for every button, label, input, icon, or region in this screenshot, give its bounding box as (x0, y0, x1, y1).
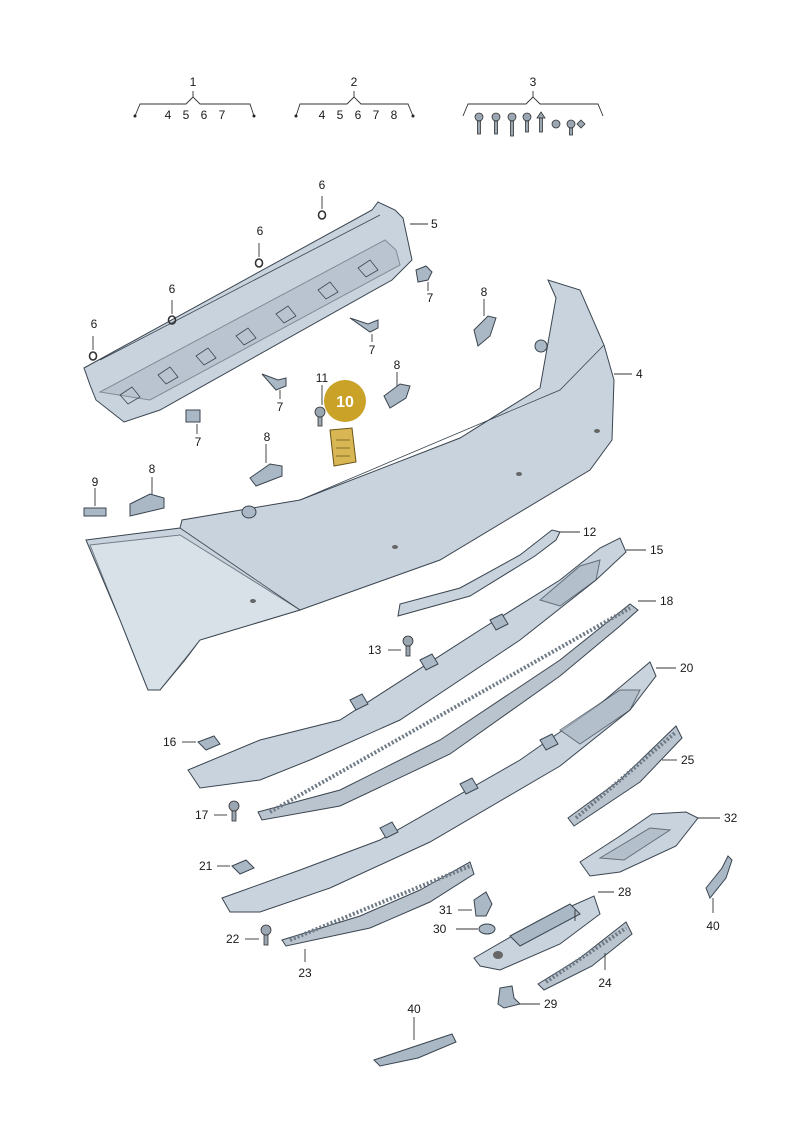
bolt-22[interactable]: 22 (226, 924, 272, 946)
diffuser-20[interactable]: 20 (221, 661, 694, 913)
group-2-item[interactable]: 6 (355, 108, 362, 122)
callout-9[interactable]: 9 (92, 475, 99, 489)
group-2-item[interactable]: 4 (319, 108, 326, 122)
callout-6[interactable]: 6 (319, 178, 326, 192)
group-1-item[interactable]: 4 (165, 108, 172, 122)
group-1-item[interactable]: 5 (183, 108, 190, 122)
side-bracket-8[interactable]: 8 (249, 430, 283, 487)
clip-21[interactable]: 21 (199, 859, 255, 875)
strip-9[interactable]: 9 (83, 475, 107, 517)
grille-mesh-23[interactable]: 23 (281, 861, 475, 980)
callout-7[interactable]: 7 (195, 435, 202, 449)
fastener-set-icon (474, 111, 586, 137)
grommet-30[interactable]: 30 (433, 922, 496, 936)
callout-7[interactable]: 7 (427, 291, 434, 305)
group-1-item[interactable]: 6 (201, 108, 208, 122)
callout-12[interactable]: 12 (583, 525, 597, 539)
callout-8[interactable]: 8 (264, 430, 271, 444)
callout-4[interactable]: 4 (636, 367, 643, 381)
callout-29[interactable]: 29 (544, 997, 558, 1011)
group-1-item[interactable]: 7 (219, 108, 226, 122)
callout-8[interactable]: 8 (149, 462, 156, 476)
group-3-number[interactable]: 3 (530, 75, 537, 89)
callout-6[interactable]: 6 (169, 282, 176, 296)
callout-28[interactable]: 28 (618, 885, 632, 899)
callout-31[interactable]: 31 (439, 903, 453, 917)
callout-7[interactable]: 7 (277, 400, 284, 414)
side-bracket-8[interactable]: 8 (383, 358, 411, 409)
tow-hook-cover-28[interactable]: 28 (473, 885, 632, 971)
callout-11[interactable]: 11 (316, 371, 329, 385)
callout-30[interactable]: 30 (433, 922, 447, 936)
clip-7[interactable]: 7 (261, 373, 287, 414)
clip-7[interactable]: 7 (415, 265, 434, 305)
trim-strip-12[interactable]: 12 (397, 525, 597, 617)
callout-6[interactable]: 6 (91, 317, 98, 331)
bolt-17[interactable]: 17 (195, 800, 240, 822)
callout-10[interactable]: 10 (336, 394, 354, 411)
group-2-number[interactable]: 2 (351, 75, 358, 89)
group-3-header: 3 (462, 75, 604, 137)
callout-24[interactable]: 24 (598, 976, 612, 990)
bumper-bracket-5[interactable]: 5 (83, 201, 438, 423)
callout-25[interactable]: 25 (681, 753, 695, 767)
fastener-29[interactable]: 29 (497, 985, 558, 1011)
callout-32[interactable]: 32 (724, 811, 738, 825)
group-2-item[interactable]: 5 (337, 108, 344, 122)
group-2-header: 2 4 5 6 7 8 (294, 75, 415, 122)
callout-13[interactable]: 13 (368, 643, 382, 657)
callout-20[interactable]: 20 (680, 661, 694, 675)
group-2-item[interactable]: 8 (391, 108, 398, 122)
callout-23[interactable]: 23 (298, 966, 312, 980)
side-bracket-8[interactable]: 8 (473, 285, 497, 347)
grommet-6[interactable]: 6 (167, 282, 177, 325)
reflector-40[interactable]: 40 (373, 1002, 457, 1067)
grille-mesh-24[interactable]: 24 (537, 921, 633, 991)
group-2-item[interactable]: 7 (373, 108, 380, 122)
callout-5[interactable]: 5 (431, 217, 438, 231)
grille-mesh-18[interactable]: 18 (257, 594, 674, 821)
guide-bracket-10[interactable]: 10 (324, 380, 366, 467)
grille-mesh-25[interactable]: 25 (567, 725, 695, 827)
callout-7[interactable]: 7 (369, 343, 376, 357)
callout-21[interactable]: 21 (199, 859, 213, 873)
grommet-6[interactable]: 6 (88, 317, 98, 361)
callout-6[interactable]: 6 (257, 224, 264, 238)
bolt-13[interactable]: 13 (368, 635, 414, 657)
bracket-31[interactable]: 31 (439, 891, 493, 917)
clip-16[interactable]: 16 (163, 735, 221, 751)
callout-18[interactable]: 18 (660, 594, 674, 608)
bumper-cover-4[interactable]: 4 (85, 279, 643, 691)
diffuser-15[interactable]: 15 (187, 537, 664, 789)
callout-40[interactable]: 40 (706, 919, 720, 933)
screw-11[interactable]: 11 (314, 371, 329, 427)
side-bracket-8[interactable]: 8 (129, 462, 165, 517)
callout-8[interactable]: 8 (481, 285, 488, 299)
callout-15[interactable]: 15 (650, 543, 664, 557)
group-1-header: 1 4 5 6 7 (133, 75, 256, 122)
callout-16[interactable]: 16 (163, 735, 177, 749)
callout-8[interactable]: 8 (394, 358, 401, 372)
callout-40[interactable]: 40 (407, 1002, 421, 1016)
callout-22[interactable]: 22 (226, 932, 240, 946)
group-1-number[interactable]: 1 (190, 75, 197, 89)
callout-17[interactable]: 17 (195, 808, 209, 822)
grommet-6[interactable]: 6 (254, 224, 264, 268)
reflector-40[interactable]: 40 (705, 855, 733, 933)
clip-7[interactable]: 7 (349, 317, 379, 357)
insert-32[interactable]: 32 (579, 811, 738, 877)
clip-7[interactable]: 7 (185, 409, 202, 449)
grommet-6[interactable]: 6 (317, 178, 327, 220)
